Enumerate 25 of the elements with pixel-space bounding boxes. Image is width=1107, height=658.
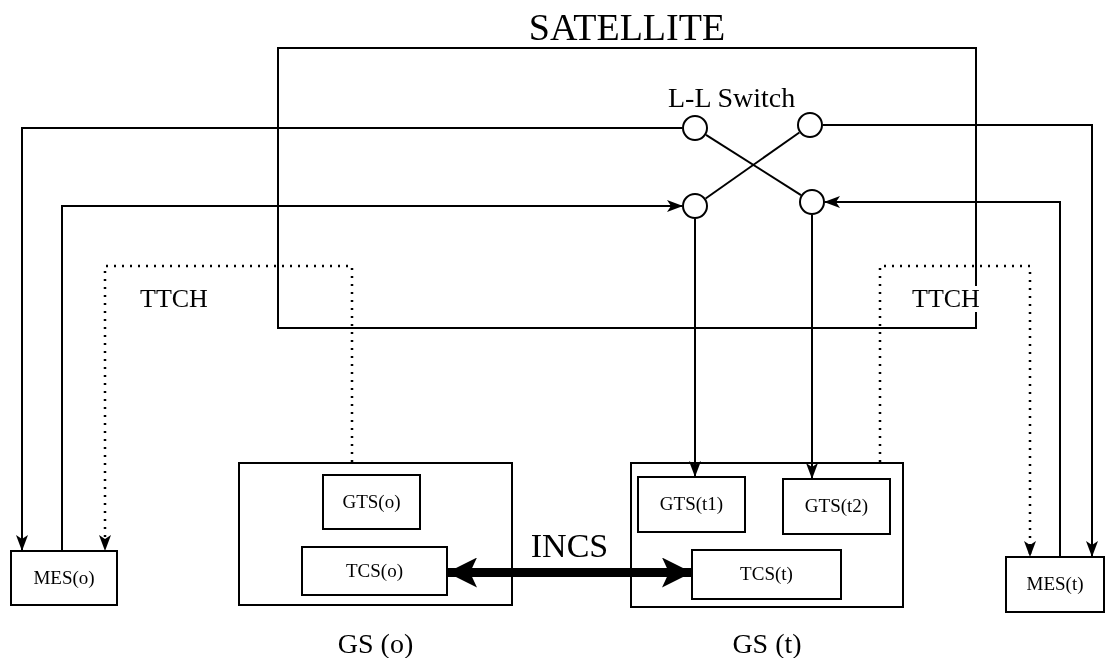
- box-label: MES(t): [1026, 572, 1084, 597]
- arrow: [689, 218, 701, 477]
- box-label: GTS(t1): [659, 492, 724, 517]
- arrow: [824, 196, 1061, 557]
- unit-box: [637, 476, 746, 533]
- channel-label: TTCH: [912, 286, 980, 312]
- arrow: [822, 124, 1098, 557]
- unit-box: [301, 546, 448, 596]
- arrow: [16, 127, 683, 551]
- box-label: TCS(t): [740, 562, 793, 587]
- arrow: [61, 200, 683, 551]
- unit-box: [1005, 556, 1105, 613]
- unit-box: [322, 474, 421, 530]
- box-label: TCS(o): [346, 558, 403, 583]
- arrow: [806, 214, 818, 479]
- unit-box: [691, 549, 842, 600]
- box-heading: SATELLITE: [528, 5, 726, 49]
- box-label: MES(o): [33, 565, 95, 590]
- dotted-arrow: [878, 264, 1036, 557]
- unit-box: [782, 478, 891, 535]
- dotted-arrow: [99, 264, 354, 551]
- box-label: GTS(t2): [804, 494, 869, 519]
- box-label: GTS(o): [342, 489, 401, 514]
- unit-box: [10, 550, 118, 606]
- double-arrow: [447, 557, 692, 588]
